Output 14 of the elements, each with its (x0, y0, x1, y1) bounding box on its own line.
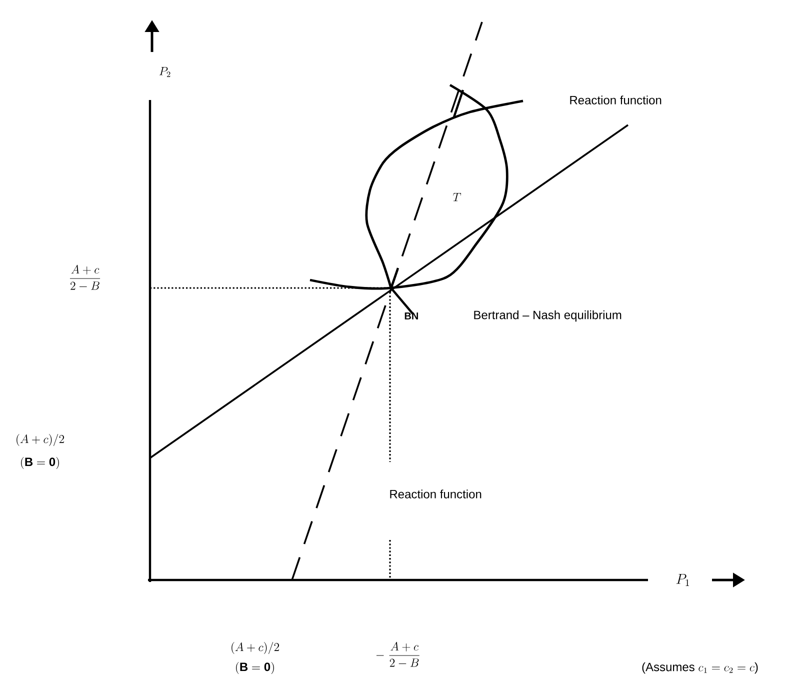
axis-label: $P_1$ (676, 574, 689, 586)
region-label: $T$ (453, 192, 462, 202)
line-label: Reaction function (390, 490, 482, 498)
axis-value: $(A+c)/2$ (16, 434, 64, 446)
line-label: Reaction function (570, 96, 662, 104)
axis-value: $\frac{A+c}{2-B}$ (70, 264, 100, 290)
line-label: Bertrand – Nash equilibrium (474, 310, 622, 322)
point-label: BN (404, 312, 418, 320)
axis-label: $P_2$ (159, 67, 170, 77)
note: $\text{(Assumes }c_1=c_2=c\text{)}$ (642, 662, 758, 674)
axis-value: $\mathbf{(B=0)}$ (236, 662, 274, 674)
axis-value: $(A+c)/2$ (232, 642, 280, 654)
axis-value: $-\;\frac{A+c}{2-B}$ (376, 642, 420, 667)
axis-value: $\mathbf{(B=0)}$ (21, 457, 59, 469)
